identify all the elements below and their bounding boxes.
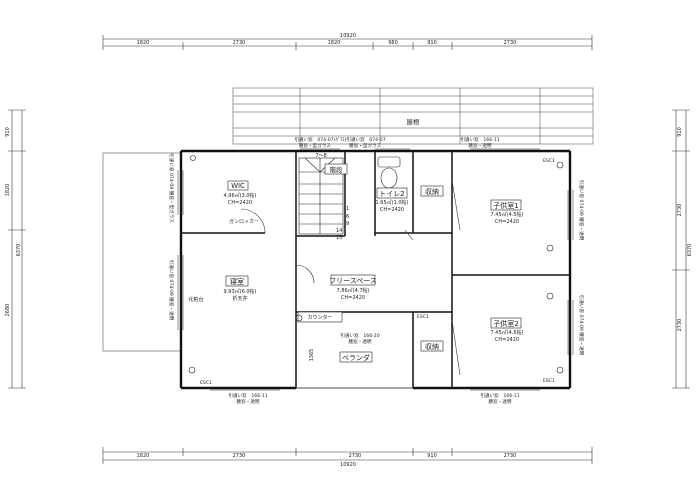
right-dim-3: 6370 [687,244,693,257]
bottom-total-dim: 10920 [340,462,356,468]
left-dim-1: 910 [5,127,11,137]
wic-ch: CH=2420 [228,200,252,206]
bedroom-area: 9.93㎡(6.0帖) [224,288,257,295]
doors [240,179,461,376]
storage1-name: 収納 [425,187,439,196]
stair-num-1: 1 [346,206,349,212]
bottom-dim-5: 2730 [504,453,517,459]
top-dim-6: 2730 [504,40,517,46]
storage2-name: 収納 [425,342,439,351]
toilet-ch: CH=2420 [380,207,404,213]
stair-num-9: 9 [346,221,349,227]
esc-label-2: ESC1 [543,158,555,164]
window-note-right-upper: 引違い窓 074-09 腰窓・透明 [578,180,585,241]
veranda-dim: 1365 [309,349,315,362]
left-dim-2: 1820 [5,184,11,197]
left-dim-3: 6370 [16,244,22,257]
right-dimensions [672,109,690,389]
toilet-fixture [377,156,401,189]
kids1-ch: CH=2420 [495,219,519,225]
free-space-ch: CH=2420 [341,295,365,301]
free-space-name: フリースペース [329,277,377,285]
kids1-area: 7.45㎡(4.5帖) [491,211,524,218]
window-note-top-right-sub: 腰窓・透明 [469,142,492,149]
window-note-bottom-right-sub: 腰窓・透明 [489,398,512,405]
stair-num-14: 14 [336,228,342,234]
top-dim-1: 1820 [137,40,150,46]
window-note-veranda: 引違い窓 166-20 [340,332,379,339]
toilet-label-box [376,187,408,199]
top-dim-5: 910 [427,40,437,46]
storage1-label-box [420,185,444,197]
stairs-name: 階段 [330,165,344,174]
kids1-name: 子供室1 [493,201,518,210]
counter-box [297,311,343,323]
veranda-name: ベランダ [342,353,370,362]
top-dimensions [102,35,593,50]
toilet-area: 1.65㎡(1.0帖) [376,199,409,206]
kids2-name: 子供室2 [493,319,518,328]
stairs-label-box [324,163,348,175]
stair-num-6: 6 [346,214,349,220]
bedroom-ch: 折天井 [232,295,247,302]
roof-label: 屋根 [407,117,421,126]
left-dimensions [8,109,26,389]
window-note-top-right: 引違い窓 166-11 [460,136,499,143]
esc-label-3: ESC1 [543,378,555,384]
window-note-top-left-sub: 腰窓・型ガラス 腰窓・型ガラス [299,142,382,149]
window-marks [177,148,574,391]
window-note-bottom-left-sub: 腰窓・透明 [237,398,260,405]
window-note-right-lower: 引違い窓 074-09 腰窓・透明 [578,295,585,356]
top-dim-3: 1820 [328,40,341,46]
bedroom-name: 寝室 [230,277,244,286]
right-dim-2: 2730 [677,204,683,217]
gas-locker-label: ガンロッカー [229,218,259,225]
bottom-dim-3: 2730 [349,453,362,459]
window-note-left-upper: 引違い窓 074-09 腰窓・型ガラス [168,153,175,223]
top-dim-4: 980 [388,40,398,46]
kids2-label-box [490,317,522,329]
stair-num-15: 15 [336,235,342,241]
esc-symbols [188,155,564,374]
bedroom-label-box [225,275,249,287]
kids2-area: 7.45㎡(4.5帖) [491,329,524,336]
right-dim-4: 2730 [677,319,683,332]
staircase [298,157,344,235]
top-dim-2: 2730 [233,40,246,46]
wic-label-box [227,180,249,191]
bottom-dim-2: 2730 [233,453,246,459]
bottom-dim-1: 1820 [137,453,150,459]
wic-area: 4.96㎡(3.0帖) [224,192,257,199]
bottom-dim-4: 910 [427,453,437,459]
left-dim-4: 2680 [5,304,11,317]
esc-label-4: ESC1 [417,314,429,320]
storage2-label-box [420,340,444,352]
window-note-bottom-left: 引違い窓 166-11 [228,392,267,399]
window-note-bottom-right: 引違い窓 166-11 [480,392,519,399]
toilet-name: トイレ2 [379,190,404,198]
bottom-dimensions [102,447,593,464]
vanity-label: 化粧台 [188,296,203,303]
kids1-label-box [490,199,522,211]
stair-step-label: 7～8 [315,153,326,159]
veranda-label-box [339,351,373,363]
right-dim-1: 910 [677,127,683,137]
wic-name: WIC [231,182,245,190]
counter-label: カウンター [307,314,332,321]
window-note-veranda-sub: 腰窓・透明 [349,338,372,345]
window-note-left-lower: 引違い窓 074-09 腰窓・透明 [168,260,175,321]
roof-area [232,87,594,145]
kids2-ch: CH=2420 [495,337,519,343]
window-note-top-left: 引違い窓 074-07(ｶﾞﾗｽ)引違い窓 074-07 [294,136,385,143]
free-space-area: 7.86㎡(4.7帖) [337,287,370,294]
esc-label-1: ESC1 [200,380,212,386]
free-space-label-box [330,274,376,286]
top-total-dim: 10920 [340,33,356,39]
